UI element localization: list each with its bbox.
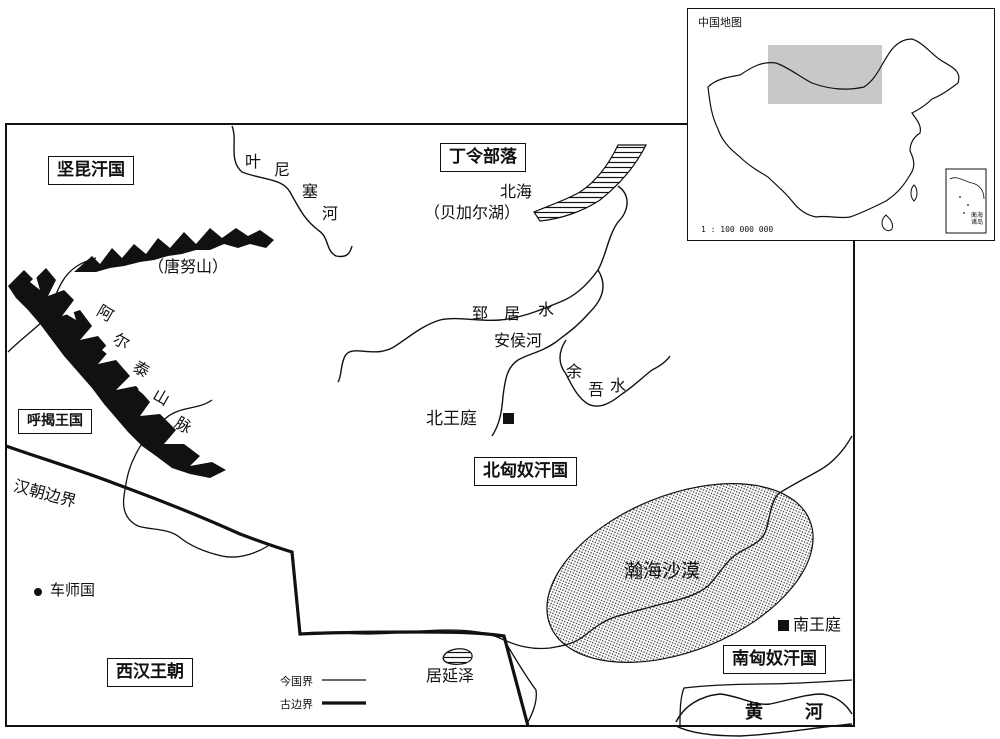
- tangnu-label: （唐努山）: [148, 257, 229, 276]
- juyanze-lake: [442, 648, 473, 665]
- north-court-marker: [503, 413, 514, 424]
- hainan-island: [881, 214, 893, 232]
- taiwan-island: [910, 184, 918, 202]
- tangnu-mountains: [74, 228, 274, 272]
- region-huhe: 呼揭王国: [18, 409, 92, 435]
- modern-border-south: [679, 679, 853, 727]
- south-sea-box: [945, 168, 987, 234]
- south-court-marker: [778, 620, 789, 631]
- south-sea-char-3: 诸: [971, 219, 978, 226]
- region-western-han: 西汉王朝: [107, 658, 193, 687]
- yenisei-char-3: 塞: [302, 182, 319, 201]
- yuwu-char-1: 余: [566, 362, 583, 381]
- cheshi-label: 车师国: [50, 581, 96, 599]
- region-jiankun: 坚昆汗国: [48, 156, 134, 185]
- modern-border-inner: [503, 639, 537, 727]
- yuwu-river: [559, 339, 671, 407]
- yellow-river-char-2: 河: [805, 702, 823, 723]
- yuwu-char-3: 水: [610, 376, 627, 395]
- yenisei-river: [231, 125, 353, 258]
- china-inset-map: 中国地图 南 海 诸 岛 1 : 100 000 000: [687, 8, 995, 241]
- modern-border-mongolia: [299, 435, 853, 650]
- north-court-label: 北王庭: [426, 409, 477, 429]
- inset-highlight-area: [768, 45, 882, 104]
- yellow-river-char-1: 黄: [745, 702, 763, 723]
- yellow-river-south: [675, 723, 853, 737]
- desert-label: 瀚海沙漠: [624, 560, 701, 582]
- inset-title: 中国地图: [698, 16, 742, 29]
- cheshi-marker: [34, 588, 42, 596]
- anhou-river: [491, 269, 604, 437]
- china-outline: [707, 38, 960, 219]
- south-sea-char-4: 岛: [977, 219, 984, 226]
- yenisei-char-2: 尼: [274, 160, 291, 179]
- beihai-label: 北海: [500, 182, 533, 201]
- yenisei-char-1: 叶: [245, 152, 262, 171]
- legend-modern-label: 今国界: [280, 675, 313, 688]
- region-south-xiongnu: 南匈奴汗国: [723, 645, 826, 674]
- zhiju-char-1: 郅: [472, 304, 489, 323]
- anhou-label: 安侯河: [494, 331, 543, 350]
- altai-mountains: [8, 268, 226, 478]
- region-dingling: 丁令部落: [440, 143, 526, 172]
- zhiju-char-3: 水: [538, 300, 555, 319]
- south-court-label: 南王庭: [793, 615, 842, 634]
- main-map-frame: [5, 123, 855, 727]
- region-north-xiongnu: 北匈奴汗国: [474, 457, 577, 486]
- south-sea-char-1: 南: [971, 212, 978, 219]
- yellow-river-north: [675, 693, 853, 723]
- zhiju-river: [337, 185, 628, 383]
- legend-ancient-label: 古边界: [280, 698, 313, 711]
- baikal-label: （贝加尔湖）: [424, 203, 521, 222]
- baikal-lake: [533, 144, 647, 222]
- inset-scale: 1 : 100 000 000: [701, 225, 774, 234]
- south-sea-char-2: 海: [977, 212, 984, 219]
- han-ancient-border: [5, 444, 530, 727]
- yuwu-char-2: 吾: [588, 380, 605, 399]
- zhiju-char-2: 居: [504, 304, 521, 323]
- juyanze-label: 居延泽: [426, 666, 475, 685]
- yenisei-char-4: 河: [322, 204, 339, 223]
- inset-svg: [707, 38, 987, 234]
